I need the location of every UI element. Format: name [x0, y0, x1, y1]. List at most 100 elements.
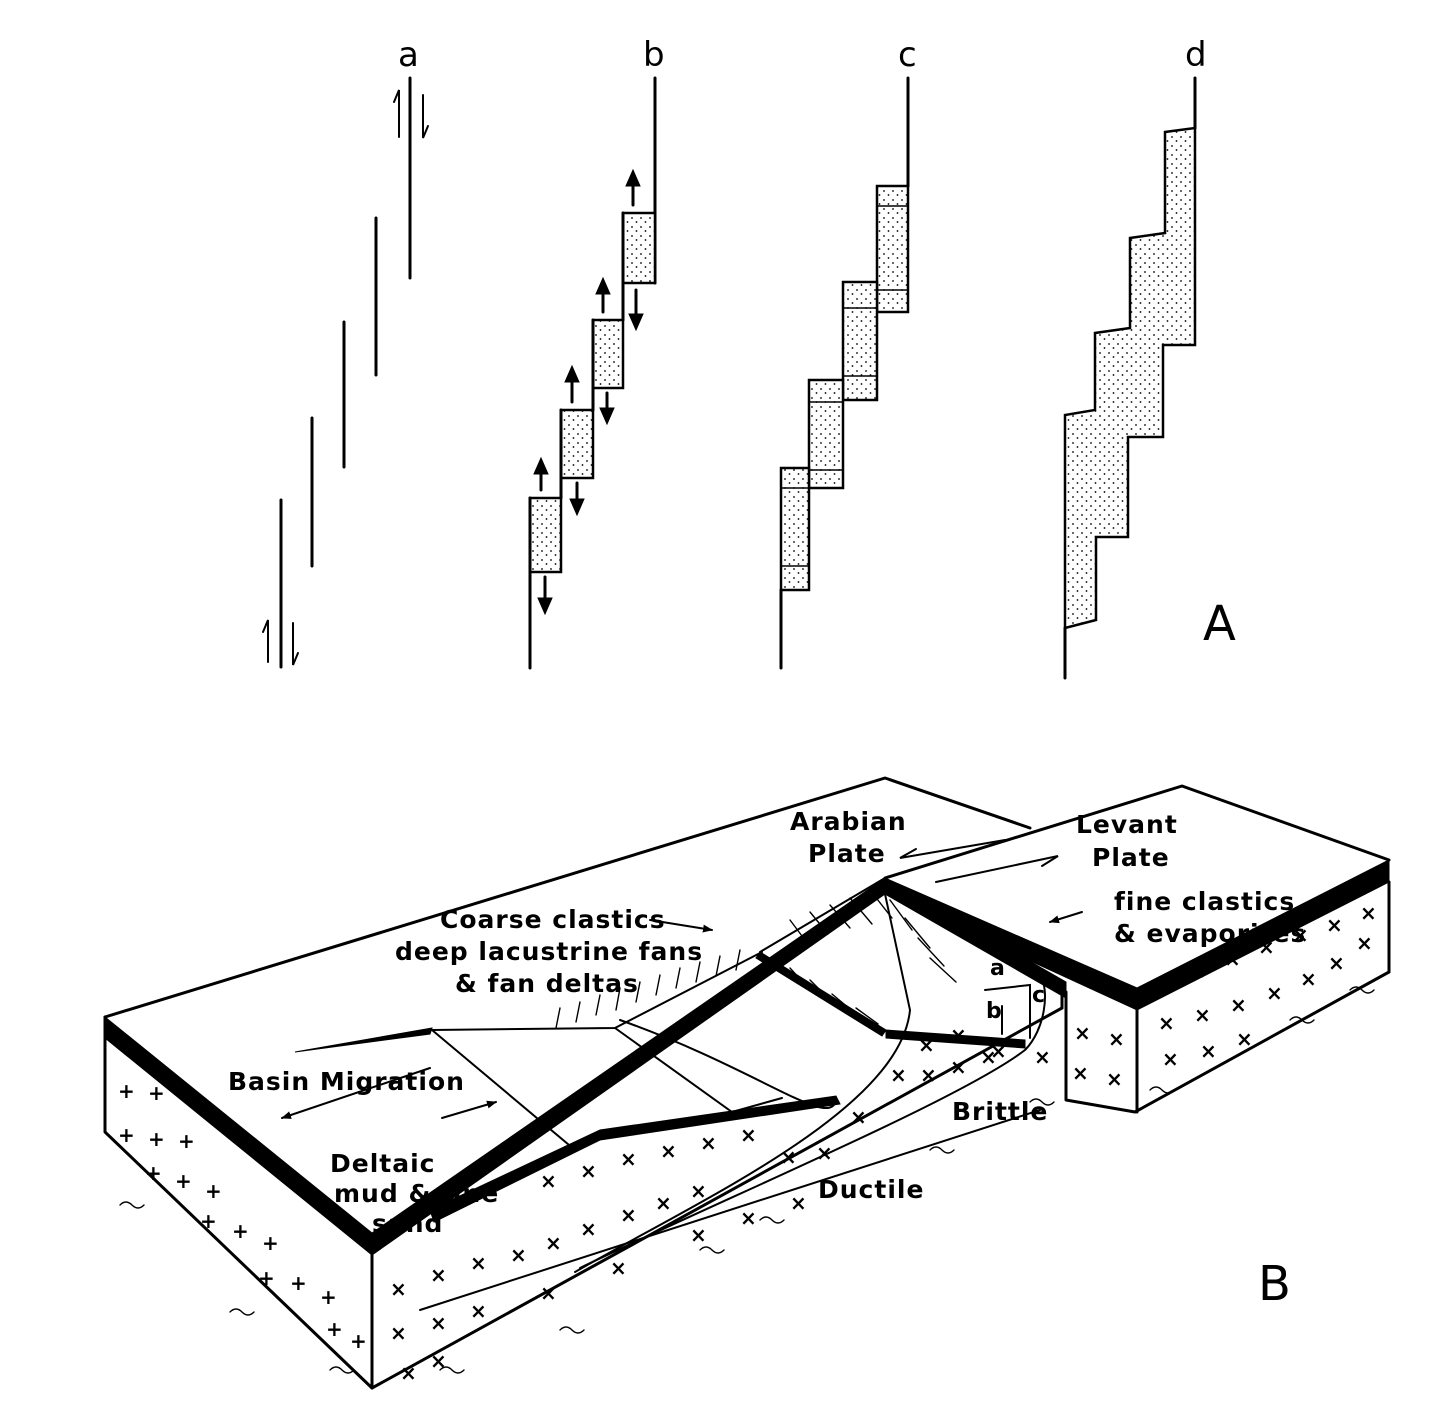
label-levant-plate-2: Plate [1092, 843, 1170, 872]
label-fine-clastics-2: & evaporites [1114, 919, 1306, 948]
svg-text:×: × [1072, 1061, 1089, 1085]
label-coarse-clastics-2: deep lacustrine fans [395, 937, 703, 966]
label-section-b: b [986, 999, 1002, 1024]
svg-text:×: × [690, 1179, 707, 1203]
svg-text:×: × [990, 1039, 1007, 1063]
label-section-a: a [990, 956, 1005, 981]
column-label-c: c [898, 35, 917, 75]
svg-text:×: × [660, 1139, 677, 1163]
label-coarse-clastics-3: & fan deltas [455, 969, 639, 998]
svg-text:+: + [148, 1081, 165, 1105]
svg-text:×: × [430, 1311, 447, 1335]
svg-text:×: × [540, 1169, 557, 1193]
svg-text:×: × [1106, 1067, 1123, 1091]
svg-text:+: + [148, 1127, 165, 1151]
svg-text:+: + [320, 1285, 337, 1309]
column-b-pull-apart-basins [528, 76, 657, 670]
label-deltaic-3: sand [372, 1209, 443, 1238]
column-label-b: b [643, 35, 665, 75]
svg-text:×: × [620, 1203, 637, 1227]
svg-text:×: × [850, 1105, 867, 1129]
extension-arrows [533, 168, 644, 616]
svg-text:×: × [545, 1231, 562, 1255]
label-deltaic-2: mud & fine [334, 1179, 499, 1208]
panel-a: a b c d [262, 35, 1236, 680]
svg-text:×: × [1300, 967, 1317, 991]
svg-text:×: × [740, 1123, 757, 1147]
svg-text:+: + [118, 1079, 135, 1103]
svg-text:×: × [1034, 1045, 1051, 1069]
svg-text:×: × [740, 1206, 757, 1230]
svg-text:×: × [950, 1055, 967, 1079]
basin-interior [294, 877, 1046, 1311]
svg-text:×: × [1230, 993, 1247, 1017]
svg-text:×: × [780, 1145, 797, 1169]
svg-text:×: × [1074, 1021, 1091, 1045]
shear-sense-arrows-top [393, 89, 429, 139]
basement-crosses: ++ +++ +++ +++ +++ ++ ××× ××× ××× ××× ××… [118, 901, 1377, 1385]
svg-text:+: + [326, 1317, 343, 1341]
plate-motion-arrows [281, 839, 1083, 1119]
label-fine-clastics-1: fine clastics [1114, 887, 1295, 916]
svg-text:+: + [232, 1219, 249, 1243]
svg-text:×: × [580, 1217, 597, 1241]
svg-text:+: + [200, 1209, 217, 1233]
column-a-fault-segments [262, 76, 429, 669]
panel-label-a: A [1203, 596, 1236, 652]
offset-block [883, 784, 1391, 1114]
label-coarse-clastics-1: Coarse clastics [440, 905, 666, 934]
svg-text:×: × [1266, 981, 1283, 1005]
svg-text:×: × [950, 1023, 967, 1047]
svg-text:×: × [980, 1045, 997, 1069]
svg-text:+: + [290, 1271, 307, 1295]
svg-text:×: × [1356, 931, 1373, 955]
svg-text:×: × [400, 1361, 417, 1385]
svg-text:×: × [390, 1321, 407, 1345]
svg-text:×: × [1258, 935, 1275, 959]
svg-text:×: × [1292, 923, 1309, 947]
svg-text:×: × [1328, 951, 1345, 975]
svg-text:×: × [510, 1243, 527, 1267]
label-brittle: Brittle [952, 1097, 1048, 1126]
svg-text:×: × [540, 1281, 557, 1305]
svg-text:×: × [655, 1191, 672, 1215]
svg-text:×: × [430, 1263, 447, 1287]
shear-sense-arrows-bottom [262, 619, 299, 666]
svg-text:×: × [470, 1251, 487, 1275]
label-section-c: c [1032, 983, 1045, 1008]
svg-text:×: × [816, 1141, 833, 1165]
label-basin-migration: Basin Migration [228, 1067, 465, 1096]
label-arabian-plate-1: Arabian [790, 807, 907, 836]
svg-text:×: × [1158, 1011, 1175, 1035]
svg-text:×: × [920, 1063, 937, 1087]
svg-text:+: + [175, 1169, 192, 1193]
svg-text:×: × [1236, 1027, 1253, 1051]
svg-text:+: + [178, 1129, 195, 1153]
svg-text:×: × [918, 1033, 935, 1057]
svg-text:×: × [1190, 959, 1207, 983]
svg-text:×: × [890, 1063, 907, 1087]
svg-text:+: + [258, 1266, 275, 1290]
label-deltaic-1: Deltaic [330, 1149, 436, 1178]
svg-text:×: × [580, 1159, 597, 1183]
panel-label-b: B [1258, 1256, 1291, 1312]
label-ductile: Ductile [818, 1175, 924, 1204]
svg-text:×: × [1194, 1003, 1211, 1027]
column-label-a: a [398, 35, 419, 75]
svg-text:×: × [690, 1223, 707, 1247]
basin-wall-hachures [555, 889, 957, 1029]
label-arabian-plate-2: Plate [808, 839, 886, 868]
ductile-wavy-marks [119, 986, 1375, 1374]
svg-text:×: × [700, 1131, 717, 1155]
svg-text:×: × [1108, 1027, 1125, 1051]
svg-text:×: × [620, 1147, 637, 1171]
svg-text:+: + [118, 1123, 135, 1147]
svg-text:×: × [1162, 1047, 1179, 1071]
svg-text:×: × [1360, 901, 1377, 925]
panel-b-labels: Arabian Plate Levant Plate fine clastics… [228, 807, 1306, 1238]
svg-text:+: + [262, 1231, 279, 1255]
panel-b: ++ +++ +++ +++ +++ ++ ××× ××× ××× ××× ××… [103, 776, 1391, 1390]
label-levant-plate-1: Levant [1076, 810, 1178, 839]
svg-text:+: + [205, 1179, 222, 1203]
